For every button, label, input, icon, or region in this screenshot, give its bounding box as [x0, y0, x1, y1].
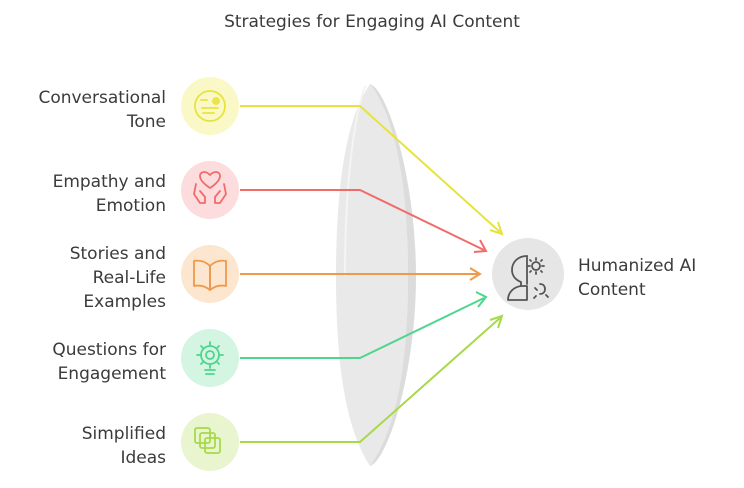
arrowhead-conversational-tone	[489, 221, 504, 236]
diagram-title: Strategies for Engaging AI Content	[224, 12, 520, 32]
arrowhead-stories-examples	[469, 267, 482, 281]
strategy-label-conversational-tone: Conversational Tone	[38, 86, 166, 134]
open-book-icon	[193, 259, 227, 291]
arrow-questions-engagement	[240, 297, 485, 359]
strategy-icon-simplified-ideas	[181, 413, 239, 471]
lightbulb-gear-icon	[196, 341, 224, 375]
label-line: Real-Life	[92, 268, 166, 288]
label-line: Simplified	[81, 424, 166, 444]
label-line: Content	[578, 280, 646, 300]
strategy-icon-empathy-emotion	[181, 161, 239, 219]
stacked-squares-icon	[194, 427, 221, 454]
label-line: Stories and	[69, 244, 166, 264]
winking-face-icon	[194, 90, 226, 122]
strategy-icon-conversational-tone	[181, 77, 239, 135]
label-line: Empathy and	[52, 172, 166, 192]
arrowhead-questions-engagement	[475, 291, 488, 308]
strategy-icon-questions-engagement	[181, 329, 239, 387]
target-icon-humanized-ai	[492, 238, 564, 310]
arrowhead-simplified-ideas	[489, 314, 504, 329]
strategy-label-simplified-ideas: Simplified Ideas	[82, 422, 166, 470]
label-line: Conversational	[38, 88, 166, 108]
arrow-empathy-emotion	[240, 189, 485, 251]
arrow-conversational-tone	[240, 105, 501, 233]
arrow-simplified-ideas	[240, 317, 501, 443]
label-line: Tone	[126, 112, 166, 132]
label-line: Humanized AI	[578, 256, 697, 276]
label-line: Emotion	[95, 196, 166, 216]
strategy-label-stories-examples: Stories and Real-Life Examples	[70, 242, 166, 314]
heart-hands-icon	[193, 171, 227, 204]
label-line: Ideas	[120, 448, 166, 468]
arrows-group	[240, 105, 501, 443]
strategy-label-empathy-emotion: Empathy and Emotion	[53, 170, 166, 218]
label-line: Examples	[83, 292, 166, 312]
label-line: Engagement	[57, 364, 166, 384]
human-ai-head-icon	[507, 255, 549, 301]
label-line: Questions for	[52, 340, 166, 360]
arrowheads-group	[469, 221, 504, 329]
strategy-label-questions-engagement: Questions for Engagement	[52, 338, 166, 386]
strategy-icon-stories-examples	[181, 245, 239, 303]
target-label-humanized-ai: Humanized AI Content	[578, 254, 696, 302]
arrowhead-empathy-emotion	[473, 239, 488, 253]
